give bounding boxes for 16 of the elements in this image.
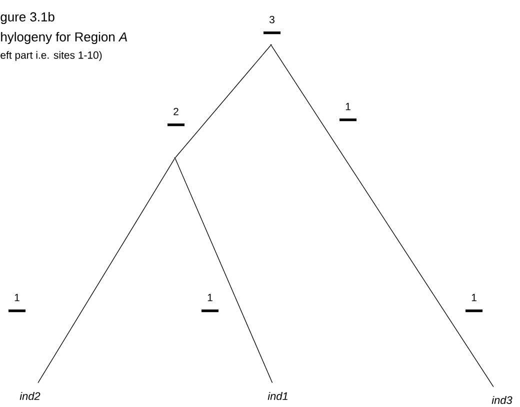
title-text: hylogeny for Region A [1, 32, 127, 44]
branch-count: 1 [8, 294, 26, 312]
branch-count: 3 [264, 16, 280, 34]
branch-line [175, 158, 273, 384]
branch-line [175, 45, 271, 158]
branch-count: 1 [340, 102, 356, 122]
branch-count: 1 [202, 294, 218, 312]
subtitle-text: eft part i.e. sites 1-10) [0, 51, 102, 61]
branch-line [38, 158, 175, 384]
leaf-label: ind1 [268, 392, 288, 400]
branch-count: 1 [466, 294, 483, 312]
title-text: gure 3.1b [0, 12, 54, 24]
leaf-label: ind3 [492, 396, 512, 404]
leaf-label: ind2 [20, 392, 40, 400]
branch-count: 2 [168, 108, 184, 126]
branch-line [271, 45, 494, 388]
